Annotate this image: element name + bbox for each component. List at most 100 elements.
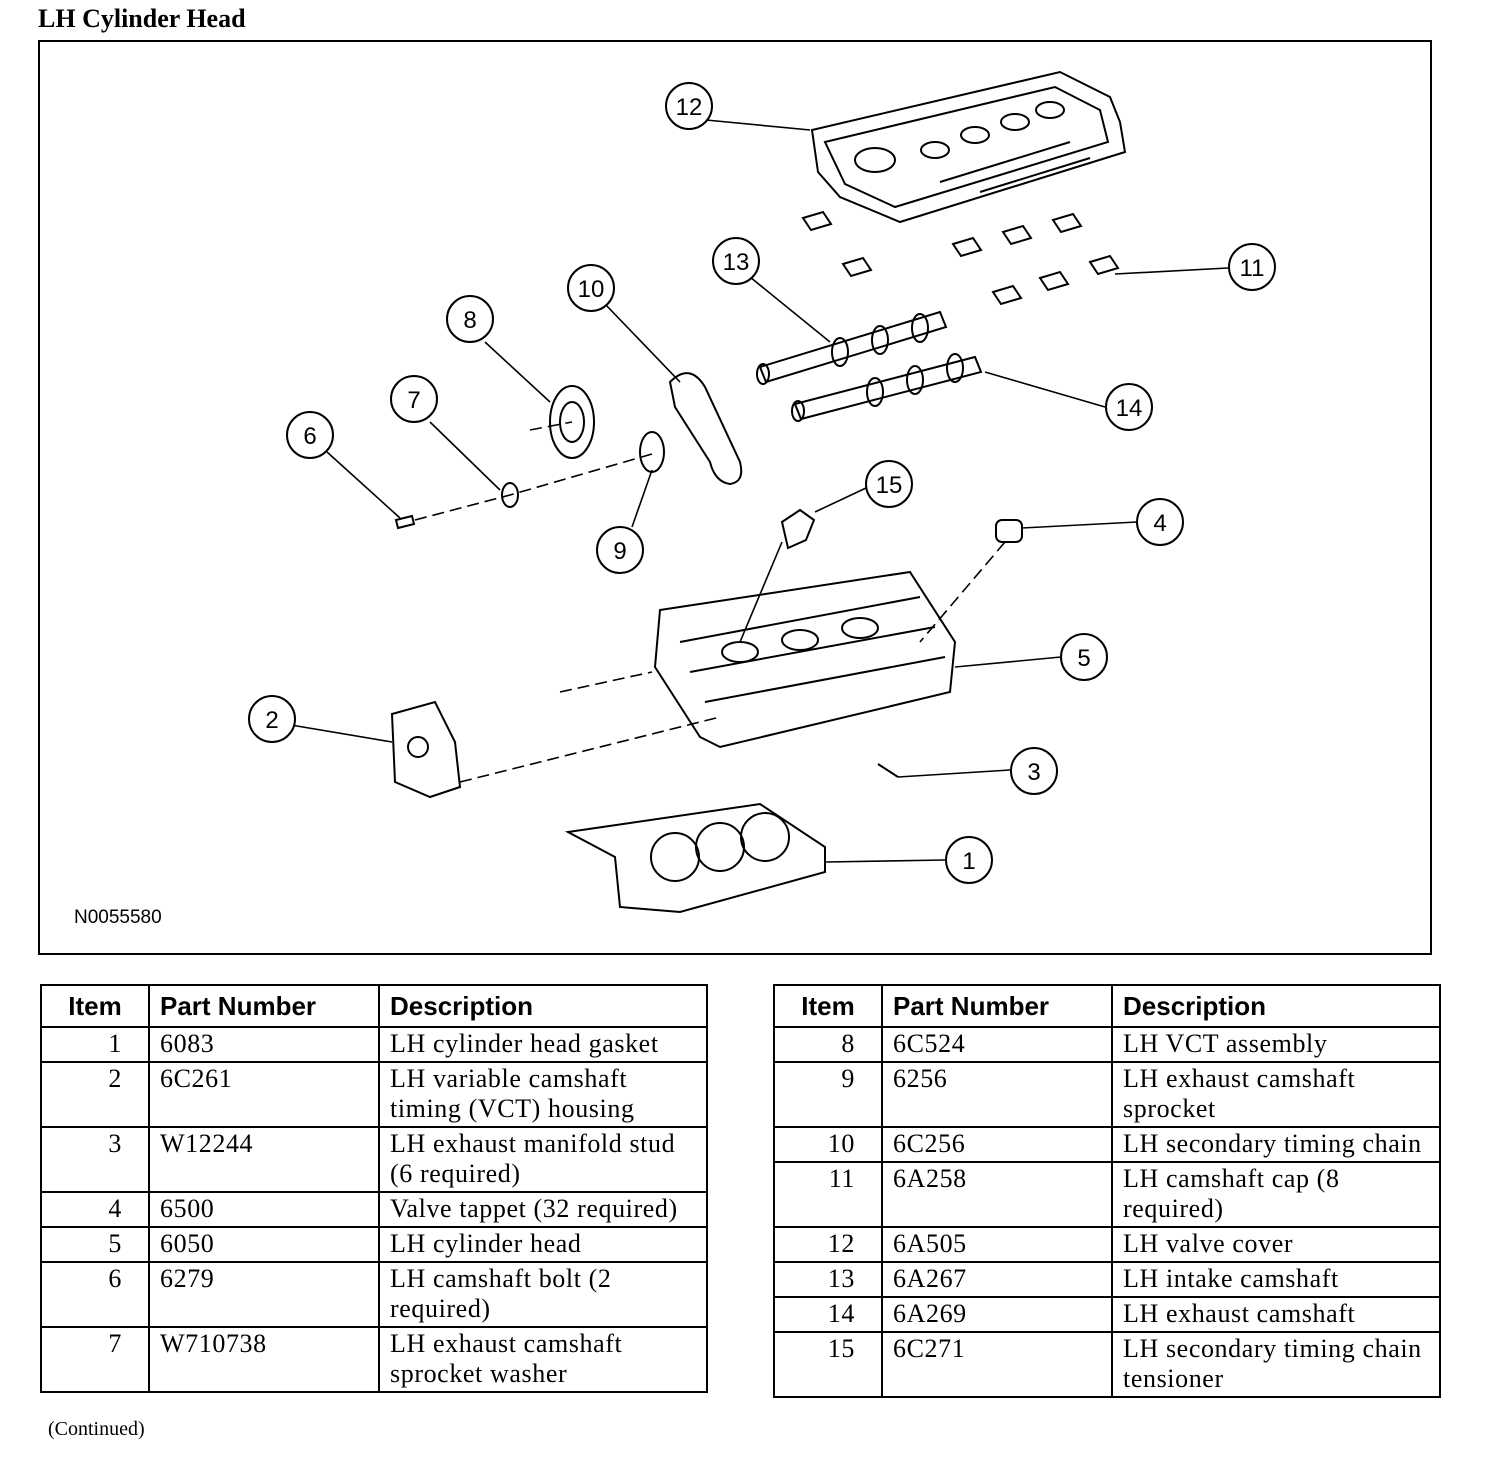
part-number: 6279 <box>148 1261 380 1328</box>
item-number: 15 <box>773 1331 883 1398</box>
part-description: LH valve cover <box>1111 1226 1441 1263</box>
callout-label-1: 1 <box>962 848 975 875</box>
table-row: 4 6500 Valve tappet (32 required) <box>40 1191 708 1228</box>
item-number: 2 <box>40 1061 150 1128</box>
callout-5 <box>1060 633 1108 681</box>
callout-15 <box>865 460 913 508</box>
exploded-view-diagram: 1 2 3 4 5 6 7 8 9 10 11 12 13 14 15 N005… <box>38 40 1432 955</box>
callout-4 <box>1136 498 1184 546</box>
parts-table-right: Item Part Number Description 8 6C524 LH … <box>773 984 1441 1398</box>
item-number: 14 <box>773 1296 883 1333</box>
item-number: 10 <box>773 1126 883 1163</box>
part-description: LH exhaust manifold stud (6 required) <box>378 1126 708 1193</box>
header-description: Description <box>378 984 708 1028</box>
part-number: 6C256 <box>881 1126 1113 1163</box>
callout-14 <box>1105 383 1153 431</box>
callout-8 <box>446 295 494 343</box>
callout-label-10: 10 <box>578 276 605 303</box>
callout-label-13: 13 <box>723 249 750 276</box>
item-number: 7 <box>40 1326 150 1393</box>
callout-label-7: 7 <box>407 387 420 414</box>
header-part-number: Part Number <box>881 984 1113 1028</box>
part-description: LH camshaft cap (8 required) <box>1111 1161 1441 1228</box>
page-title: LH Cylinder Head <box>38 4 246 33</box>
item-number: 11 <box>773 1161 883 1228</box>
table-row: 8 6C524 LH VCT assembly <box>773 1026 1441 1063</box>
part-description: LH secondary timing chain tensioner <box>1111 1331 1441 1398</box>
continued-note: (Continued) <box>48 1418 145 1440</box>
table-row: 5 6050 LH cylinder head <box>40 1226 708 1263</box>
callout-12 <box>665 82 713 130</box>
callout-label-4: 4 <box>1153 510 1166 537</box>
callout-label-12: 12 <box>676 94 703 121</box>
callout-10 <box>567 264 615 312</box>
callout-6 <box>286 411 334 459</box>
callout-3 <box>1010 747 1058 795</box>
part-description: LH exhaust camshaft sprocket washer <box>378 1326 708 1393</box>
part-number: 6A269 <box>881 1296 1113 1333</box>
part-number: 6C261 <box>148 1061 380 1128</box>
parts-table-left: Item Part Number Description 1 6083 LH c… <box>40 984 708 1393</box>
table-row: 12 6A505 LH valve cover <box>773 1226 1441 1263</box>
valve-tappet-drawing <box>995 519 1023 543</box>
exhaust-sprocket-drawing <box>639 431 665 473</box>
part-number: 6A505 <box>881 1226 1113 1263</box>
part-description: LH camshaft bolt (2 required) <box>378 1261 708 1328</box>
part-number: W12244 <box>148 1126 380 1193</box>
part-number: 6A258 <box>881 1161 1113 1228</box>
part-description: LH cylinder head <box>378 1226 708 1263</box>
part-description: Valve tappet (32 required) <box>378 1191 708 1228</box>
callout-9 <box>596 526 644 574</box>
table-row: 14 6A269 LH exhaust camshaft <box>773 1296 1441 1333</box>
header-item: Item <box>773 984 883 1028</box>
head-gasket-drawing <box>564 802 826 914</box>
callout-2 <box>248 695 296 743</box>
callout-1 <box>945 836 993 884</box>
callout-label-9: 9 <box>613 538 626 565</box>
part-number: 6256 <box>881 1061 1113 1128</box>
figure-id: N0055580 <box>74 907 162 928</box>
callout-label-14: 14 <box>1116 395 1143 422</box>
table-row: 2 6C261 LH variable camshaft timing (VCT… <box>40 1061 708 1128</box>
callout-label-8: 8 <box>463 307 476 334</box>
tensioner-drawing <box>780 508 816 550</box>
part-number: 6083 <box>148 1026 380 1063</box>
callout-label-15: 15 <box>876 472 903 499</box>
part-description: LH VCT assembly <box>1111 1026 1441 1063</box>
part-number: 6A267 <box>881 1261 1113 1298</box>
item-number: 8 <box>773 1026 883 1063</box>
part-description: LH secondary timing chain <box>1111 1126 1441 1163</box>
callout-label-2: 2 <box>265 707 278 734</box>
item-number: 9 <box>773 1061 883 1128</box>
timing-chain-drawing <box>668 372 743 486</box>
part-description: LH intake camshaft <box>1111 1261 1441 1298</box>
bolt-drawing <box>394 514 416 530</box>
item-number: 12 <box>773 1226 883 1263</box>
washer-drawing <box>501 482 519 508</box>
part-description: LH exhaust camshaft sprocket <box>1111 1061 1441 1128</box>
table-header-row: Item Part Number Description <box>40 984 708 1028</box>
table-row: 13 6A267 LH intake camshaft <box>773 1261 1441 1298</box>
header-item: Item <box>40 984 150 1028</box>
callout-label-5: 5 <box>1077 645 1090 672</box>
item-number: 6 <box>40 1261 150 1328</box>
header-part-number: Part Number <box>148 984 380 1028</box>
callout-label-6: 6 <box>303 423 316 450</box>
table-header-row: Item Part Number Description <box>773 984 1441 1028</box>
header-description: Description <box>1111 984 1441 1028</box>
table-row: 6 6279 LH camshaft bolt (2 required) <box>40 1261 708 1328</box>
vct-housing-drawing <box>390 700 462 799</box>
cylinder-head-drawing <box>653 570 957 749</box>
table-row: 7 W710738 LH exhaust camshaft sprocket w… <box>40 1326 708 1393</box>
callout-label-11: 11 <box>1240 255 1265 282</box>
intake-camshaft-drawing <box>756 310 948 385</box>
item-number: 4 <box>40 1191 150 1228</box>
diagram-artwork: 1 2 3 4 5 6 7 8 9 10 11 12 13 14 15 <box>248 70 1276 914</box>
table-row: 9 6256 LH exhaust camshaft sprocket <box>773 1061 1441 1128</box>
item-number: 13 <box>773 1261 883 1298</box>
item-number: 1 <box>40 1026 150 1063</box>
valve-cover-drawing <box>810 70 1127 224</box>
callout-7 <box>390 375 438 423</box>
part-number: W710738 <box>148 1326 380 1393</box>
table-row: 3 W12244 LH exhaust manifold stud (6 req… <box>40 1126 708 1193</box>
